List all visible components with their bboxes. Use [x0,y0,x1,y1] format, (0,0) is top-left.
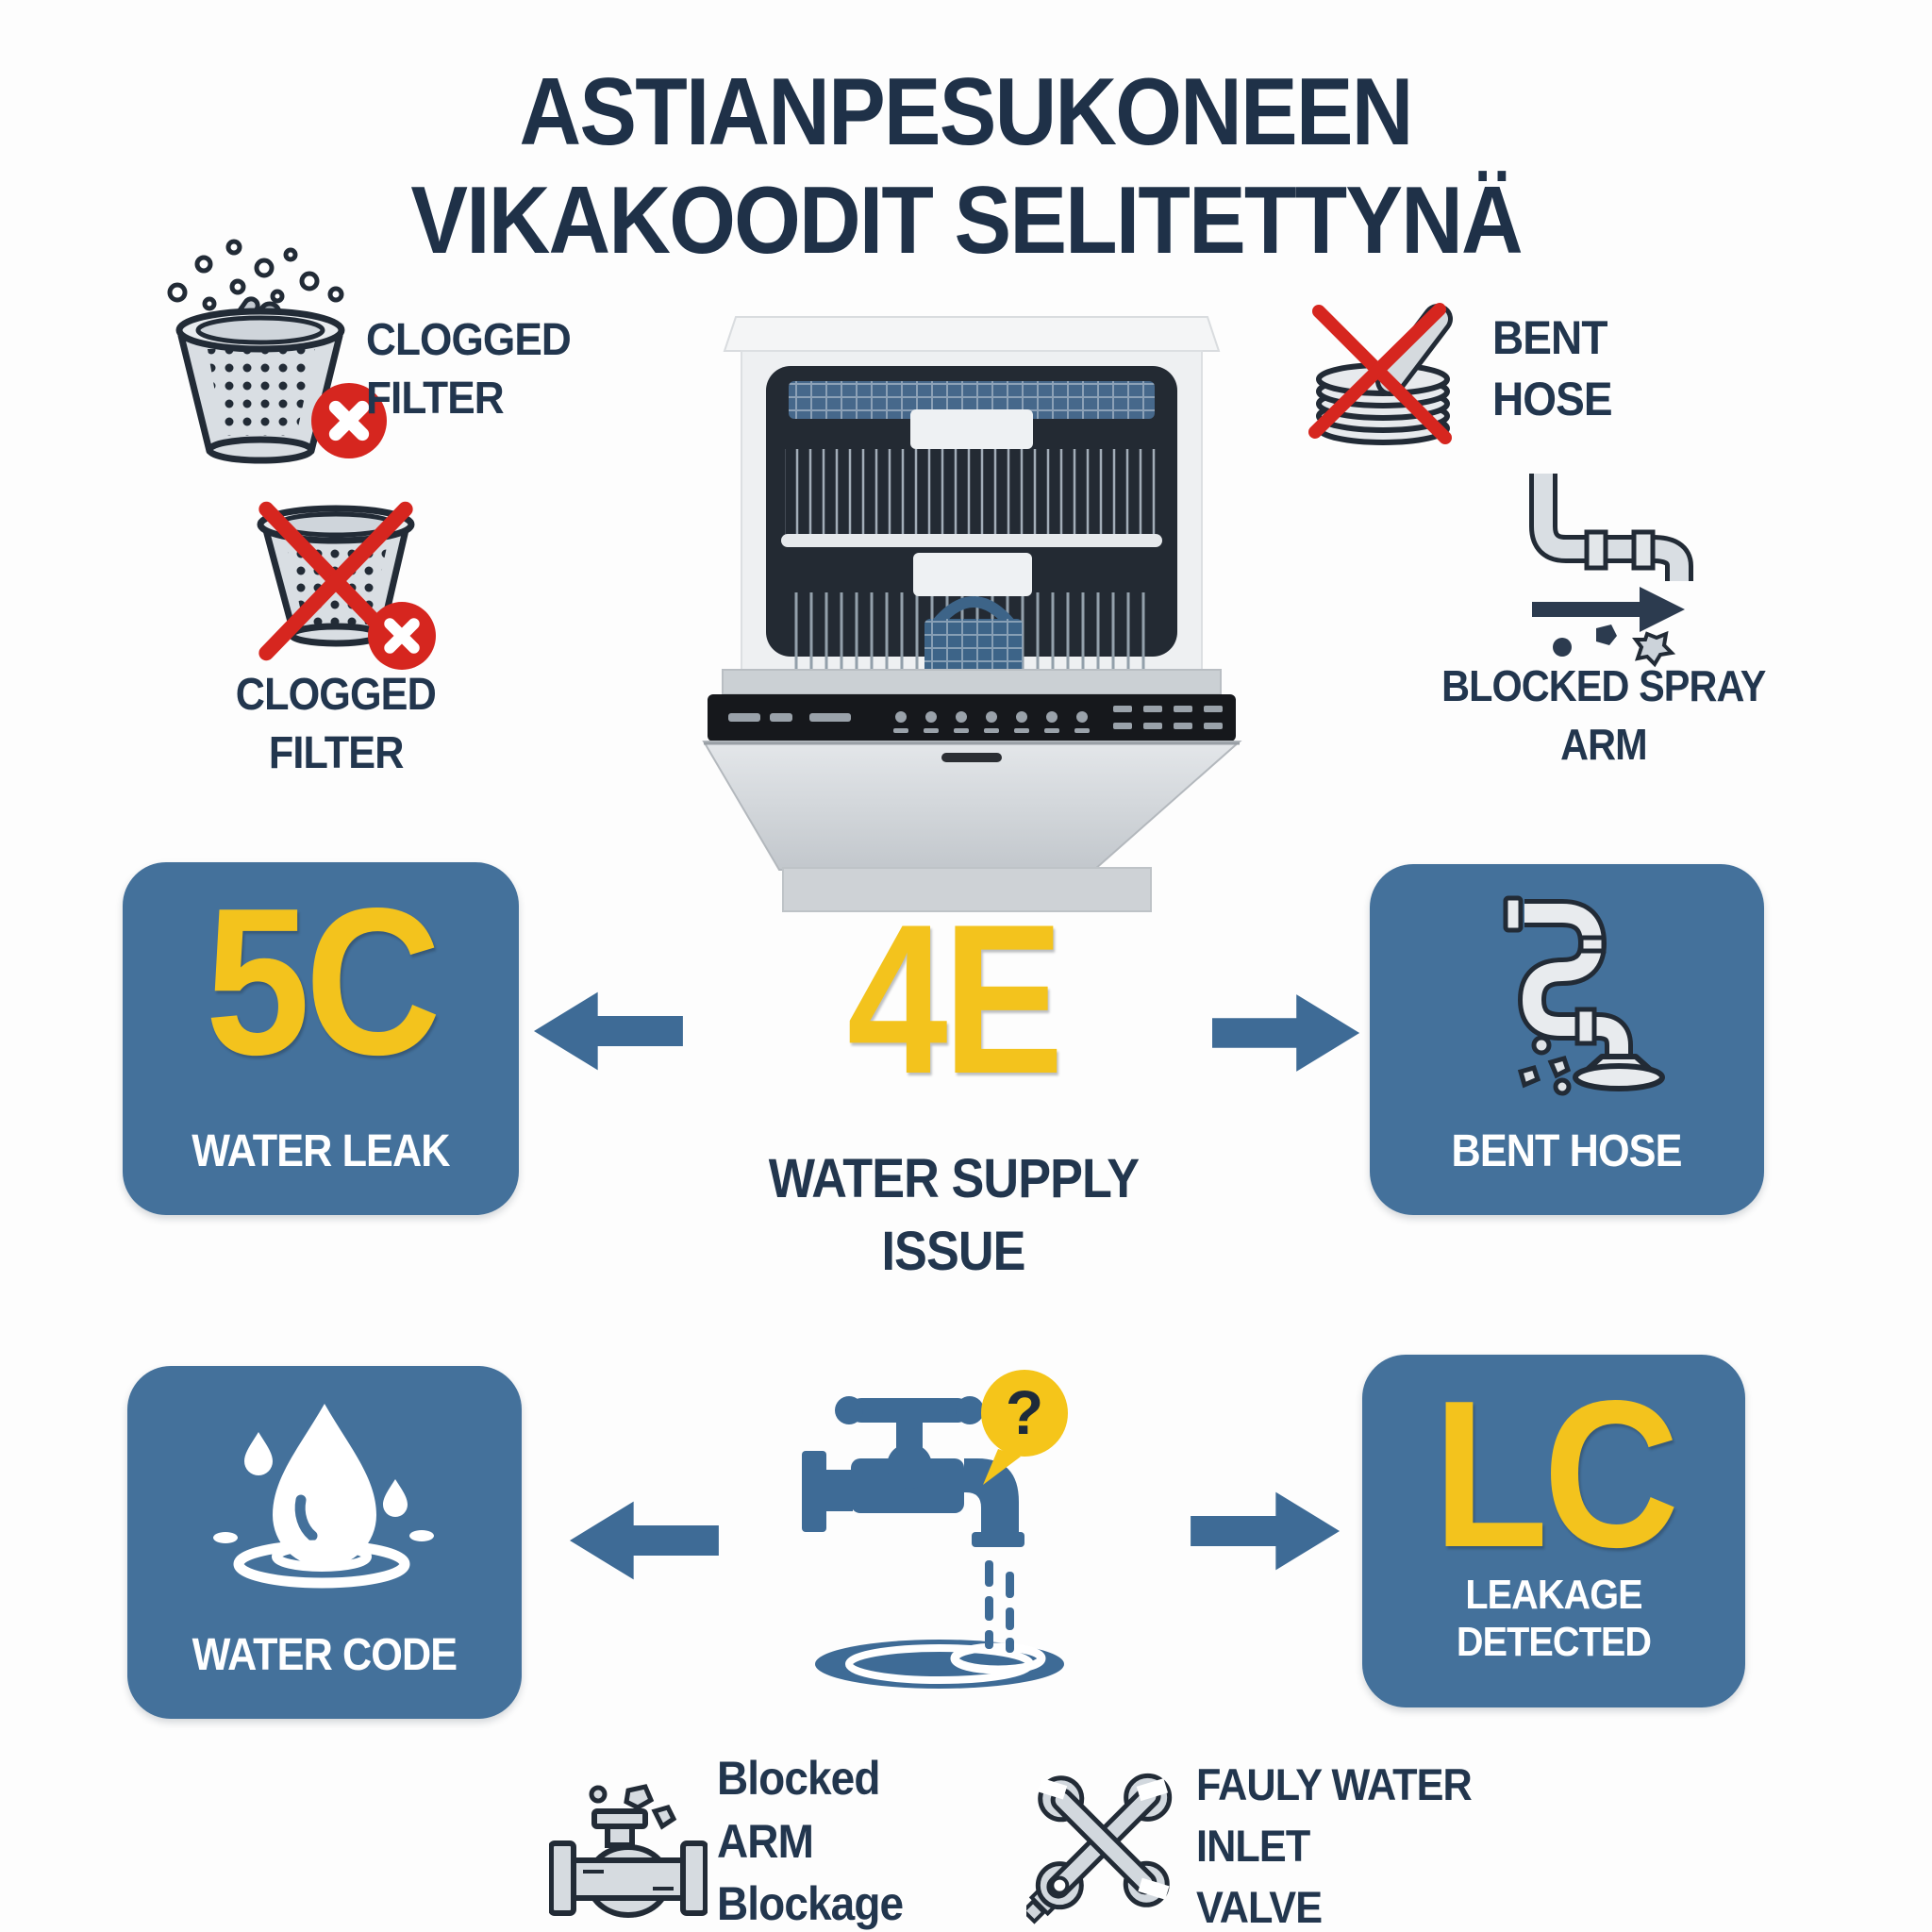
question-bubble-icon: ? [981,1370,1068,1485]
spray-arm-pipe-icon [1529,474,1693,668]
clogged-filter-icon [167,239,387,464]
inlet-valve-label: FAULY WATER INLET VALVE [1196,1759,1473,1932]
bent-hose-label: BENT HOSE [1452,1126,1683,1176]
arrow-right-icon [1191,1491,1341,1571]
water-leak-label: WATER LEAK [192,1126,450,1176]
red-cross-icon [1308,303,1452,444]
page-title: ASTIANPESUKONEEN VIKAKOODIT SELITETTYNÄ [0,58,1932,275]
bent-hose-card: BENT HOSE [1370,864,1764,1215]
bent-hose-top-label: BENT HOSE [1492,311,1613,425]
leakage-card: LC LEAKAGE DETECTED [1362,1355,1745,1707]
arrow-right-icon [1212,994,1360,1072]
water-leak-card: 5C WATER LEAK [123,862,519,1215]
arrow-left-icon [533,991,683,1071]
valve-icon [549,1784,708,1918]
coiled-hose-crossed-icon [1308,303,1453,445]
dishwasher-image [702,316,1242,912]
water-code-card: WATER CODE [127,1366,522,1719]
control-panel [708,694,1236,741]
control-panel-icons [728,706,1223,733]
flow-arrow-icon [1532,587,1685,632]
water-supply-label: WATER SUPPLY ISSUE [768,1148,1139,1282]
blocked-spray-arm-label: BLOCKED SPRAY ARM [1441,661,1766,770]
error-badge-icon [368,602,436,670]
leakage-label: LEAKAGE DETECTED [1456,1572,1652,1665]
water-code-label: WATER CODE [192,1630,458,1680]
error-code-5c: 5C [205,865,441,1099]
title-line-2: VIKAKOODIT SELITETTYNÄ [410,168,1523,275]
error-badge-icon [311,383,387,458]
arm-blockage-label: Blocked ARM Blockage [717,1752,904,1930]
water-supply-code: 4E [847,879,1064,1118]
faucet-icon: ? [802,1370,1068,1689]
question-mark-text: ? [1006,1377,1043,1447]
crossed-wrenches-icon [1026,1773,1173,1924]
title-line-1: ASTIANPESUKONEEN [520,59,1414,165]
arrow-left-icon [569,1501,719,1580]
error-code-lc: LC [1433,1357,1679,1591]
clogged-filter-crossed-icon [257,501,436,670]
clogged-filter-top-label: CLOGGED FILTER [366,315,572,425]
s-pipe-icon [1503,895,1665,1096]
clogged-filter-bottom-label: CLOGGED FILTER [235,670,437,779]
water-drop-icon [213,1404,434,1589]
